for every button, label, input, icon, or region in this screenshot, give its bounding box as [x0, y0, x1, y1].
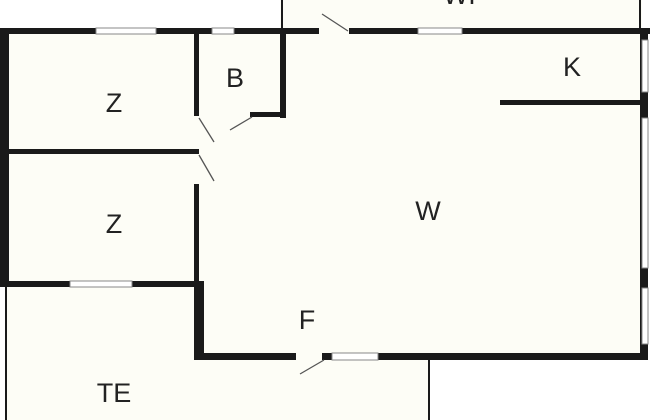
wall-bathroom-bottom: [250, 112, 286, 117]
door-leaf-terrace: [321, 13, 349, 32]
room-label-kitchen: K: [563, 52, 581, 82]
door-leaf-entrance: [299, 359, 325, 375]
window-right-lower: [641, 287, 649, 345]
covered-terrace-floor: [280, 0, 642, 28]
wall-bedroom-divider: [9, 149, 199, 154]
wall-hall-step: [194, 281, 204, 359]
door-leaf-bathroom: [229, 116, 253, 131]
room-label-terrace: TE: [97, 378, 132, 408]
windows: [69, 27, 649, 361]
door-opening-bedroom-top: [194, 116, 199, 146]
door-opening-bedroom-bottom: [194, 154, 199, 184]
wall-kitchen-counter: [500, 100, 642, 105]
window-bedroom-bottom: [69, 280, 133, 288]
door-leaf-bedroom-top: [198, 117, 215, 143]
window-bottom-living: [331, 352, 379, 361]
door-opening-bathroom: [199, 112, 250, 117]
door-opening-entrance: [296, 353, 322, 360]
room-label-bathroom: B: [226, 63, 244, 93]
window-top-bedroom: [95, 27, 157, 35]
room-labels: Z Z B K W F TE WF: [97, 0, 581, 408]
wall-interior-vertical-lower: [194, 184, 199, 286]
window-top-living: [417, 27, 463, 35]
wall-bottom: [194, 353, 648, 360]
room-label-bedroom-bottom: Z: [106, 209, 123, 239]
window-top-bathroom: [211, 27, 235, 35]
wall-interior-vertical-upper: [194, 28, 199, 116]
outline-lines: [5, 0, 641, 420]
room-label-hallway: F: [299, 305, 316, 335]
room-label-covered-terrace: WF: [443, 0, 485, 10]
room-label-living-room: W: [415, 196, 441, 226]
wall-bathroom-right: [280, 28, 286, 118]
door-openings: [194, 28, 349, 360]
door-leaf-bedroom-bottom: [198, 154, 215, 182]
door-leaves: [198, 13, 349, 375]
wall-left: [0, 28, 9, 286]
room-label-bedroom-top: Z: [106, 88, 123, 118]
door-opening-terrace: [319, 28, 349, 34]
main-floor: [5, 30, 645, 358]
window-right-upper: [641, 39, 649, 93]
window-right-middle: [641, 117, 649, 269]
